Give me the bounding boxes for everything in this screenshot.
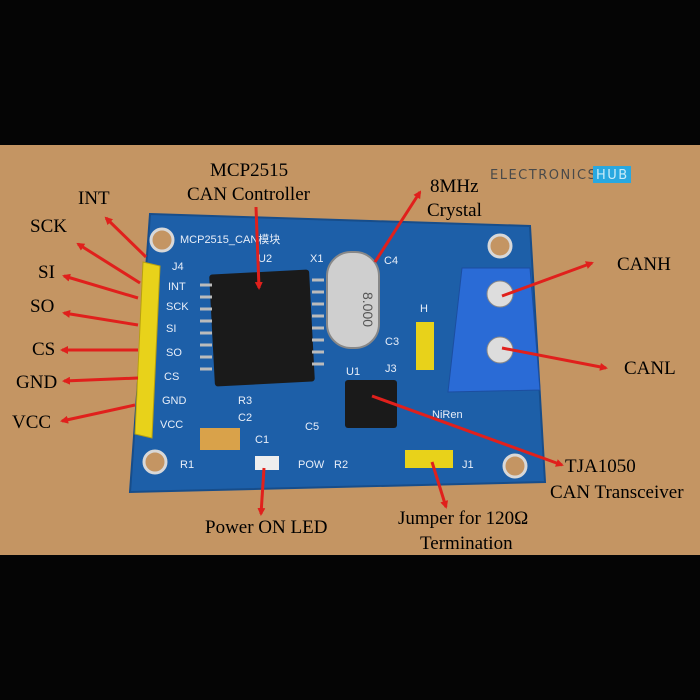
screw-terminal <box>447 267 541 393</box>
svg-text:CS: CS <box>164 371 179 383</box>
silk-x1: X1 <box>310 253 323 265</box>
svg-text:NiRen: NiRen <box>432 409 463 421</box>
label-can-controller: CAN Controller <box>187 184 311 205</box>
annotation-labels: INT SCK SI SO CS GND VCC MCP2515 CAN Con… <box>12 160 684 554</box>
crystal-8mhz: 8.000 <box>326 251 380 349</box>
capacitor-c1 <box>200 428 240 450</box>
arrow-canl <box>501 346 608 371</box>
svg-text:R2: R2 <box>334 459 348 471</box>
power-led <box>255 456 279 470</box>
label-can-transceiver: CAN Transceiver <box>550 482 684 503</box>
svg-text:R3: R3 <box>238 395 252 407</box>
svg-text:SI: SI <box>166 323 176 335</box>
annotation-arrows <box>60 190 608 516</box>
svg-text:8.000: 8.000 <box>360 292 376 327</box>
svg-text:SCK: SCK <box>166 301 189 313</box>
arrow-canh <box>501 261 594 298</box>
svg-text:U2: U2 <box>258 253 272 265</box>
arrow-so <box>62 310 139 327</box>
electronics-hub-logo: ELECTRONICS HUB <box>490 166 631 183</box>
label-int: INT <box>78 188 110 209</box>
arrow-mcp2515 <box>254 206 263 290</box>
label-so: SO <box>30 296 54 317</box>
label-termination: Termination <box>420 533 513 554</box>
svg-text:C4: C4 <box>384 255 398 267</box>
label-mcp2515: MCP2515 <box>210 160 288 181</box>
svg-text:R1: R1 <box>180 459 194 471</box>
svg-text:J3: J3 <box>385 363 397 375</box>
tja1050-chip <box>345 380 397 428</box>
svg-text:VCC: VCC <box>160 419 183 431</box>
label-crystal: Crystal <box>427 200 482 221</box>
arrow-crystal <box>373 190 422 263</box>
label-power-led: Power ON LED <box>205 517 327 538</box>
jumper-j3 <box>416 322 434 370</box>
label-canh: CANH <box>617 254 671 275</box>
svg-text:C5: C5 <box>305 421 319 433</box>
arrow-tja1050 <box>371 394 564 467</box>
svg-text:GND: GND <box>162 395 187 407</box>
svg-text:SO: SO <box>166 347 182 359</box>
label-tja1050: TJA1050 <box>565 456 636 477</box>
label-jumper: Jumper for 120Ω <box>398 508 528 529</box>
label-8mhz: 8MHz <box>430 176 479 197</box>
label-cs: CS <box>32 339 55 360</box>
label-vcc: VCC <box>12 412 51 433</box>
svg-text:HUB: HUB <box>596 168 629 183</box>
svg-text:POW: POW <box>298 459 325 471</box>
arrow-led <box>257 467 266 516</box>
svg-text:U1: U1 <box>346 366 360 378</box>
svg-text:C2: C2 <box>238 412 252 424</box>
svg-text:J1: J1 <box>462 459 474 471</box>
jumper-j1 <box>405 450 453 468</box>
arrow-sck <box>76 242 141 285</box>
label-sck: SCK <box>30 216 67 237</box>
arrow-gnd <box>62 376 139 385</box>
arrow-int <box>104 216 148 259</box>
mcp2515-chip <box>200 269 324 387</box>
mcp2515-board: MCP2515_CAN模块 J4 U2 8.000 X1 C4 C3 J3 H … <box>128 212 547 494</box>
svg-text:MCP2515_CAN模块: MCP2515_CAN模块 <box>180 233 280 246</box>
pin-silk-labels: INT SCK SI SO CS GND VCC <box>160 281 189 431</box>
svg-text:C1: C1 <box>255 434 269 446</box>
label-gnd: GND <box>16 372 57 393</box>
svg-text:C3: C3 <box>385 336 399 348</box>
svg-text:H: H <box>420 303 428 315</box>
svg-text:ELECTRONICS: ELECTRONICS <box>490 168 597 183</box>
label-si: SI <box>38 262 55 283</box>
label-canl: CANL <box>624 358 676 379</box>
arrow-vcc <box>60 403 136 424</box>
arrow-jumper <box>430 461 449 509</box>
arrow-si <box>62 273 139 300</box>
svg-text:J4: J4 <box>172 261 184 273</box>
svg-text:INT: INT <box>168 281 186 293</box>
